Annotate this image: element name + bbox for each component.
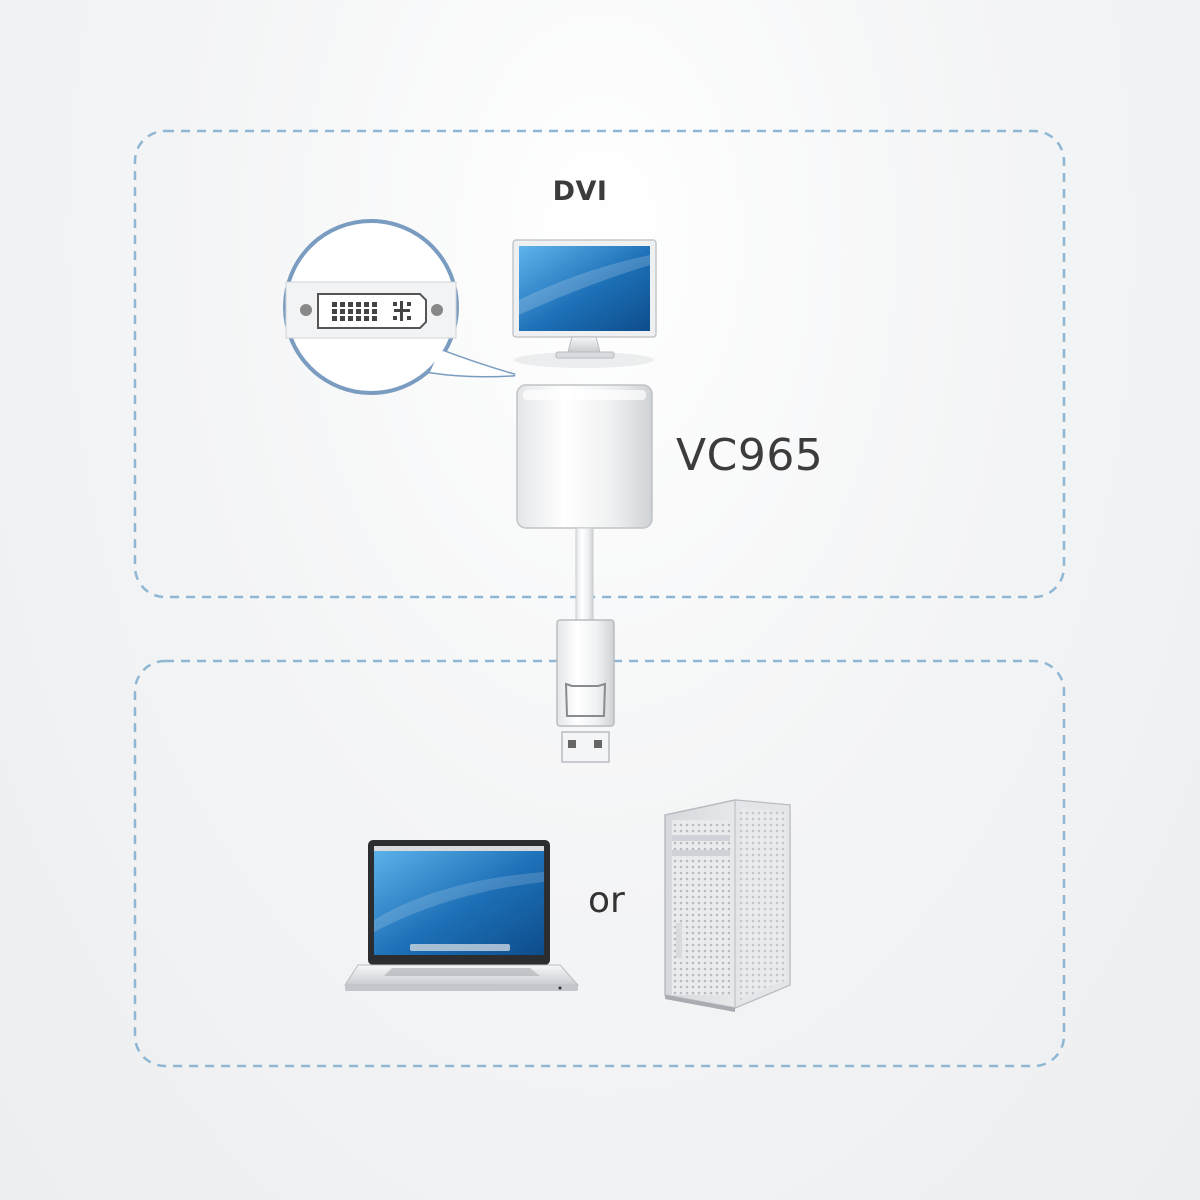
model-label: VC965 — [676, 430, 824, 481]
displayport-connector-icon — [556, 619, 615, 763]
laptop-icon — [344, 840, 580, 991]
adapter-icon — [516, 384, 653, 621]
or-label: or — [588, 880, 625, 921]
monitor-icon — [512, 239, 657, 368]
desktop-tower-icon — [664, 799, 791, 1012]
dvi-label: DVI — [552, 176, 608, 207]
monitor-side-region — [133, 129, 1066, 599]
dvi-port-callout-icon — [283, 219, 516, 395]
